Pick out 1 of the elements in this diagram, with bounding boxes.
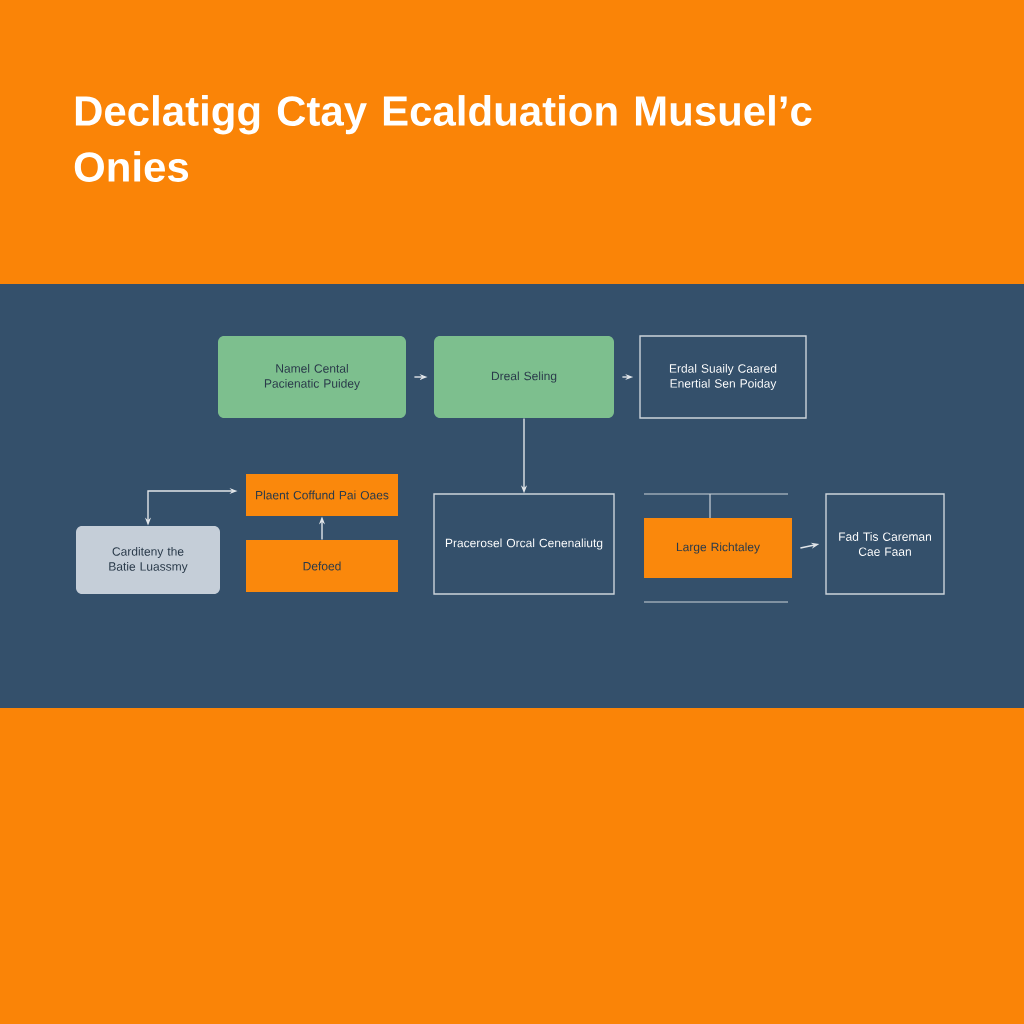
title: Declatigg Ctay Ecalduation Musuel’c Onies [74,95,812,182]
